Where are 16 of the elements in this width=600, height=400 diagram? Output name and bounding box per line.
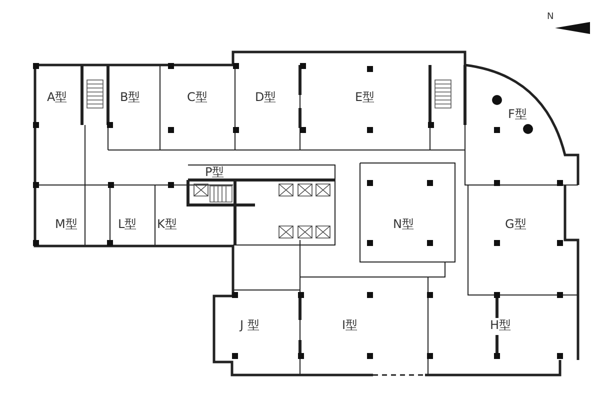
unit-label: C型 xyxy=(187,90,208,104)
unit-label: F型 xyxy=(508,107,527,121)
unit-label: B型 xyxy=(120,90,140,104)
unit-label: J 型 xyxy=(240,318,260,332)
north-label: N xyxy=(547,12,554,22)
unit-label: K型 xyxy=(157,217,177,231)
unit-label: I型 xyxy=(342,318,358,332)
unit-label: N型 xyxy=(393,217,414,231)
unit-label: E型 xyxy=(355,90,375,104)
unit-label: L型 xyxy=(118,217,137,231)
unit-label: A型 xyxy=(47,90,68,104)
unit-label: P型 xyxy=(205,165,224,179)
unit-label: H型 xyxy=(490,318,512,332)
unit-label: G型 xyxy=(505,217,526,231)
unit-label: D型 xyxy=(255,90,276,104)
unit-label: M型 xyxy=(55,217,78,231)
